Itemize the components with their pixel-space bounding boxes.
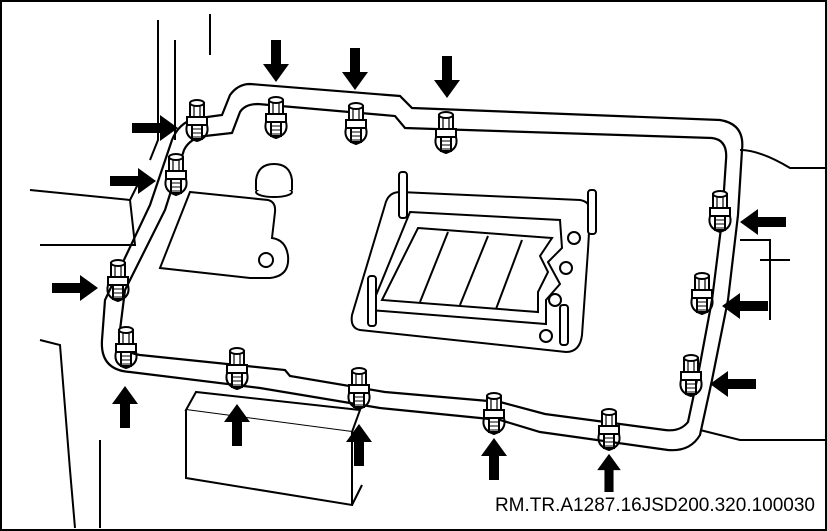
bolt bbox=[344, 102, 368, 145]
bolt bbox=[434, 111, 458, 154]
arrows-left bbox=[710, 209, 786, 397]
bolt bbox=[264, 96, 288, 139]
arrow-right-icon bbox=[132, 115, 178, 141]
arrow-right-icon bbox=[110, 168, 156, 194]
bolt bbox=[225, 347, 249, 390]
cover-plate bbox=[158, 190, 290, 279]
arrows-down bbox=[263, 40, 460, 98]
valve-body bbox=[350, 190, 592, 354]
bolt bbox=[708, 190, 732, 233]
arrow-left-icon bbox=[710, 371, 756, 397]
arrow-up-icon bbox=[112, 386, 138, 428]
bolt bbox=[164, 153, 188, 196]
arrow-right-icon bbox=[52, 275, 98, 301]
reference-code: RM.TR.A1287.16JSD200.320.100030 bbox=[492, 495, 817, 517]
drain-plug bbox=[255, 162, 293, 198]
cover-plate-hole bbox=[258, 252, 274, 268]
arrow-down-icon bbox=[263, 40, 289, 82]
arrow-up-icon bbox=[597, 453, 621, 492]
arrow-left-icon bbox=[740, 209, 786, 235]
arrow-down-icon bbox=[342, 48, 368, 90]
bolt bbox=[185, 99, 209, 142]
arrow-up-icon bbox=[481, 438, 507, 480]
bolt bbox=[679, 354, 703, 397]
lower-housing bbox=[184, 390, 363, 507]
dowel-pins bbox=[367, 171, 597, 346]
bolt bbox=[690, 272, 714, 315]
bolt bbox=[482, 392, 506, 435]
bolt bbox=[114, 326, 138, 369]
housing-outline bbox=[29, 14, 825, 529]
arrow-down-icon bbox=[434, 56, 460, 98]
